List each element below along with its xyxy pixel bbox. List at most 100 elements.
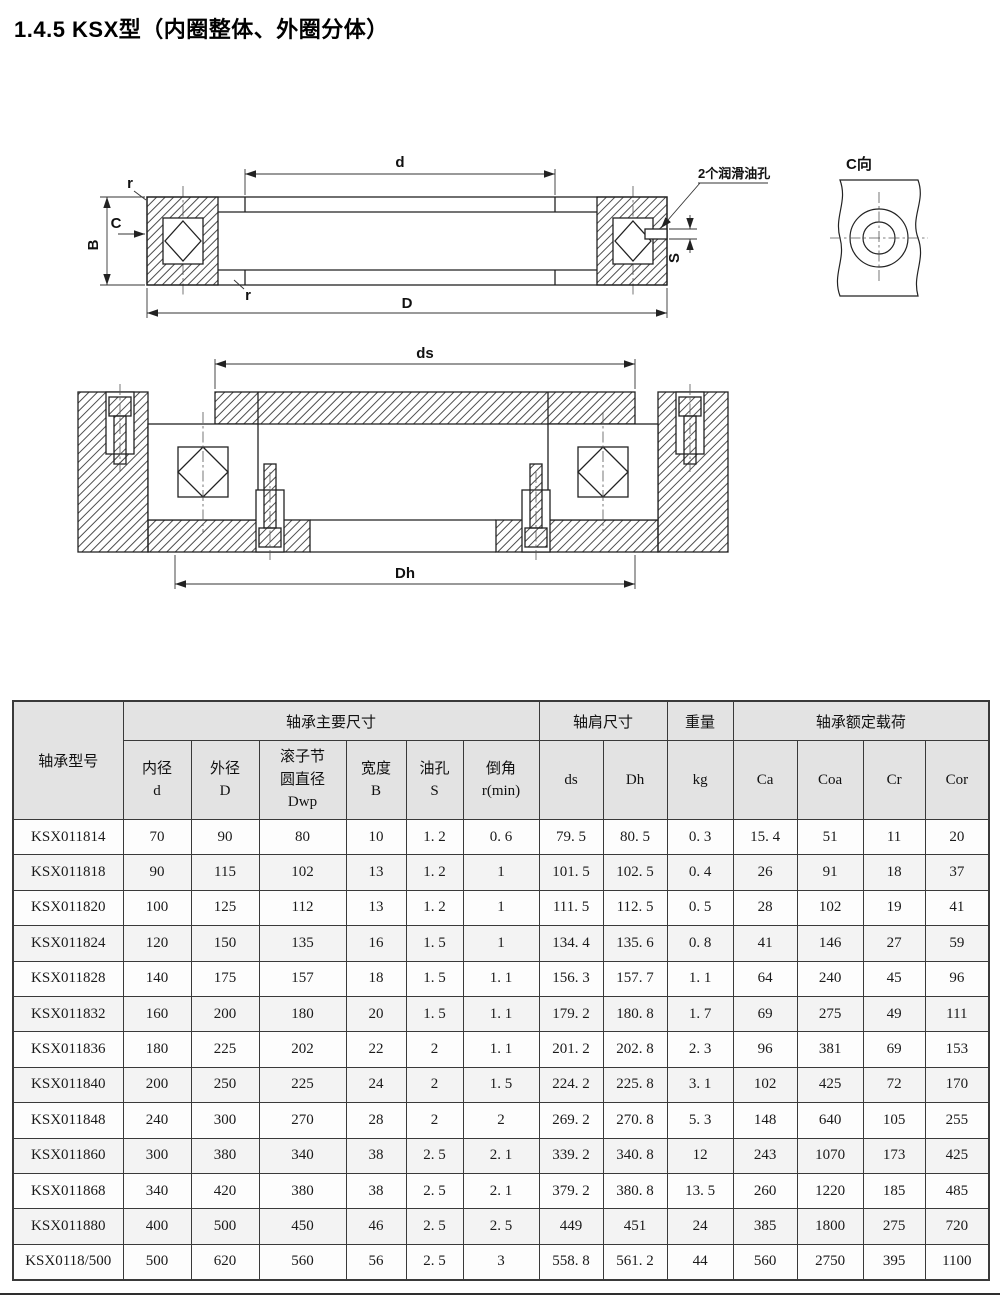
value-cell: 27 xyxy=(862,925,926,962)
value-cell: 300 xyxy=(190,1102,260,1139)
mounted-assembly-section-view xyxy=(77,384,729,560)
value-cell: 620 xyxy=(190,1243,260,1281)
value-cell: 1220 xyxy=(796,1172,864,1210)
value-cell: 16 xyxy=(345,925,407,962)
model-cell: KSX011836 xyxy=(12,1031,124,1068)
value-cell: 560 xyxy=(258,1243,347,1281)
model-cell: KSX011860 xyxy=(12,1137,124,1174)
value-cell: 179. 2 xyxy=(538,995,604,1033)
value-cell: 64 xyxy=(732,960,798,997)
value-cell: 170 xyxy=(924,1066,990,1104)
page-title: 1.4.5 KSX型（内圈整体、外圈分体） xyxy=(14,17,389,42)
value-cell: 91 xyxy=(796,854,864,891)
value-cell: 111. 5 xyxy=(538,889,604,927)
section-view-label: C向 xyxy=(846,155,872,173)
value-cell: 41 xyxy=(732,925,798,962)
column-header: 倒角 r(min) xyxy=(462,740,540,820)
value-cell: 1800 xyxy=(796,1208,864,1245)
value-cell: 46 xyxy=(345,1208,407,1245)
value-cell: 140 xyxy=(122,960,192,997)
value-cell: 72 xyxy=(862,1066,926,1104)
value-cell: 270 xyxy=(258,1102,347,1139)
dimension-annotations-bottom xyxy=(174,359,636,589)
value-cell: 269. 2 xyxy=(538,1102,604,1139)
value-cell: 2. 3 xyxy=(666,1031,734,1068)
value-cell: 202 xyxy=(258,1031,347,1068)
value-cell: 1. 2 xyxy=(405,818,464,856)
value-cell: 80. 5 xyxy=(602,818,668,856)
value-cell: 340 xyxy=(258,1137,347,1174)
value-cell: 38 xyxy=(345,1172,407,1210)
technical-drawing: d D B C S r r 2个润滑油孔 C向 xyxy=(77,154,928,589)
value-cell: 0. 3 xyxy=(666,818,734,856)
value-cell: 12 xyxy=(666,1137,734,1174)
value-cell: 24 xyxy=(666,1208,734,1245)
value-cell: 157 xyxy=(258,960,347,997)
model-cell: KSX0118/500 xyxy=(12,1243,124,1281)
value-cell: 69 xyxy=(732,995,798,1033)
value-cell: 1. 1 xyxy=(462,1031,540,1068)
column-group-main-dims: 轴承主要尺寸 xyxy=(122,700,540,741)
value-cell: 175 xyxy=(190,960,260,997)
value-cell: 24 xyxy=(345,1066,407,1104)
value-cell: 0. 5 xyxy=(666,889,734,927)
value-cell: 0. 6 xyxy=(462,818,540,856)
value-cell: 90 xyxy=(190,818,260,856)
value-cell: 105 xyxy=(862,1102,926,1139)
roller-window-right xyxy=(612,217,654,265)
value-cell: 379. 2 xyxy=(538,1172,604,1210)
value-cell: 100 xyxy=(122,889,192,927)
value-cell: 1. 7 xyxy=(666,995,734,1033)
oil-hole-note: 2个润滑油孔 xyxy=(698,166,770,181)
model-cell: KSX011840 xyxy=(12,1066,124,1104)
value-cell: 500 xyxy=(190,1208,260,1245)
value-cell: 1 xyxy=(462,925,540,962)
value-cell: 13 xyxy=(345,854,407,891)
value-cell: 102 xyxy=(258,854,347,891)
oil-hole xyxy=(644,228,668,240)
model-cell: KSX011824 xyxy=(12,925,124,962)
value-cell: 112 xyxy=(258,889,347,927)
value-cell: 134. 4 xyxy=(538,925,604,962)
value-cell: 1. 2 xyxy=(405,889,464,927)
value-cell: 18 xyxy=(862,854,926,891)
value-cell: 102 xyxy=(732,1066,798,1104)
value-cell: 80 xyxy=(258,818,347,856)
value-cell: 2 xyxy=(462,1102,540,1139)
value-cell: 102 xyxy=(796,889,864,927)
oil-hole-detail-view xyxy=(830,179,928,297)
column-header: 油孔 S xyxy=(405,740,464,820)
value-cell: 2 xyxy=(405,1031,464,1068)
value-cell: 157. 7 xyxy=(602,960,668,997)
value-cell: 1100 xyxy=(924,1243,990,1281)
value-cell: 28 xyxy=(732,889,798,927)
dim-label-B: B xyxy=(85,239,102,250)
value-cell: 90 xyxy=(122,854,192,891)
value-cell: 2. 5 xyxy=(462,1208,540,1245)
value-cell: 1. 1 xyxy=(462,960,540,997)
value-cell: 1 xyxy=(462,889,540,927)
value-cell: 275 xyxy=(796,995,864,1033)
value-cell: 1. 1 xyxy=(666,960,734,997)
column-header-model: 轴承型号 xyxy=(12,700,124,820)
value-cell: 26 xyxy=(732,854,798,891)
value-cell: 2. 1 xyxy=(462,1137,540,1174)
value-cell: 640 xyxy=(796,1102,864,1139)
value-cell: 449 xyxy=(538,1208,604,1245)
value-cell: 485 xyxy=(924,1172,990,1210)
column-header: Coa xyxy=(796,740,864,820)
value-cell: 120 xyxy=(122,925,192,962)
value-cell: 2. 5 xyxy=(405,1208,464,1245)
value-cell: 380 xyxy=(258,1172,347,1210)
value-cell: 125 xyxy=(190,889,260,927)
value-cell: 56 xyxy=(345,1243,407,1281)
value-cell: 70 xyxy=(122,818,192,856)
value-cell: 19 xyxy=(862,889,926,927)
column-header: Cr xyxy=(862,740,926,820)
dim-label-ds: ds xyxy=(416,345,434,362)
